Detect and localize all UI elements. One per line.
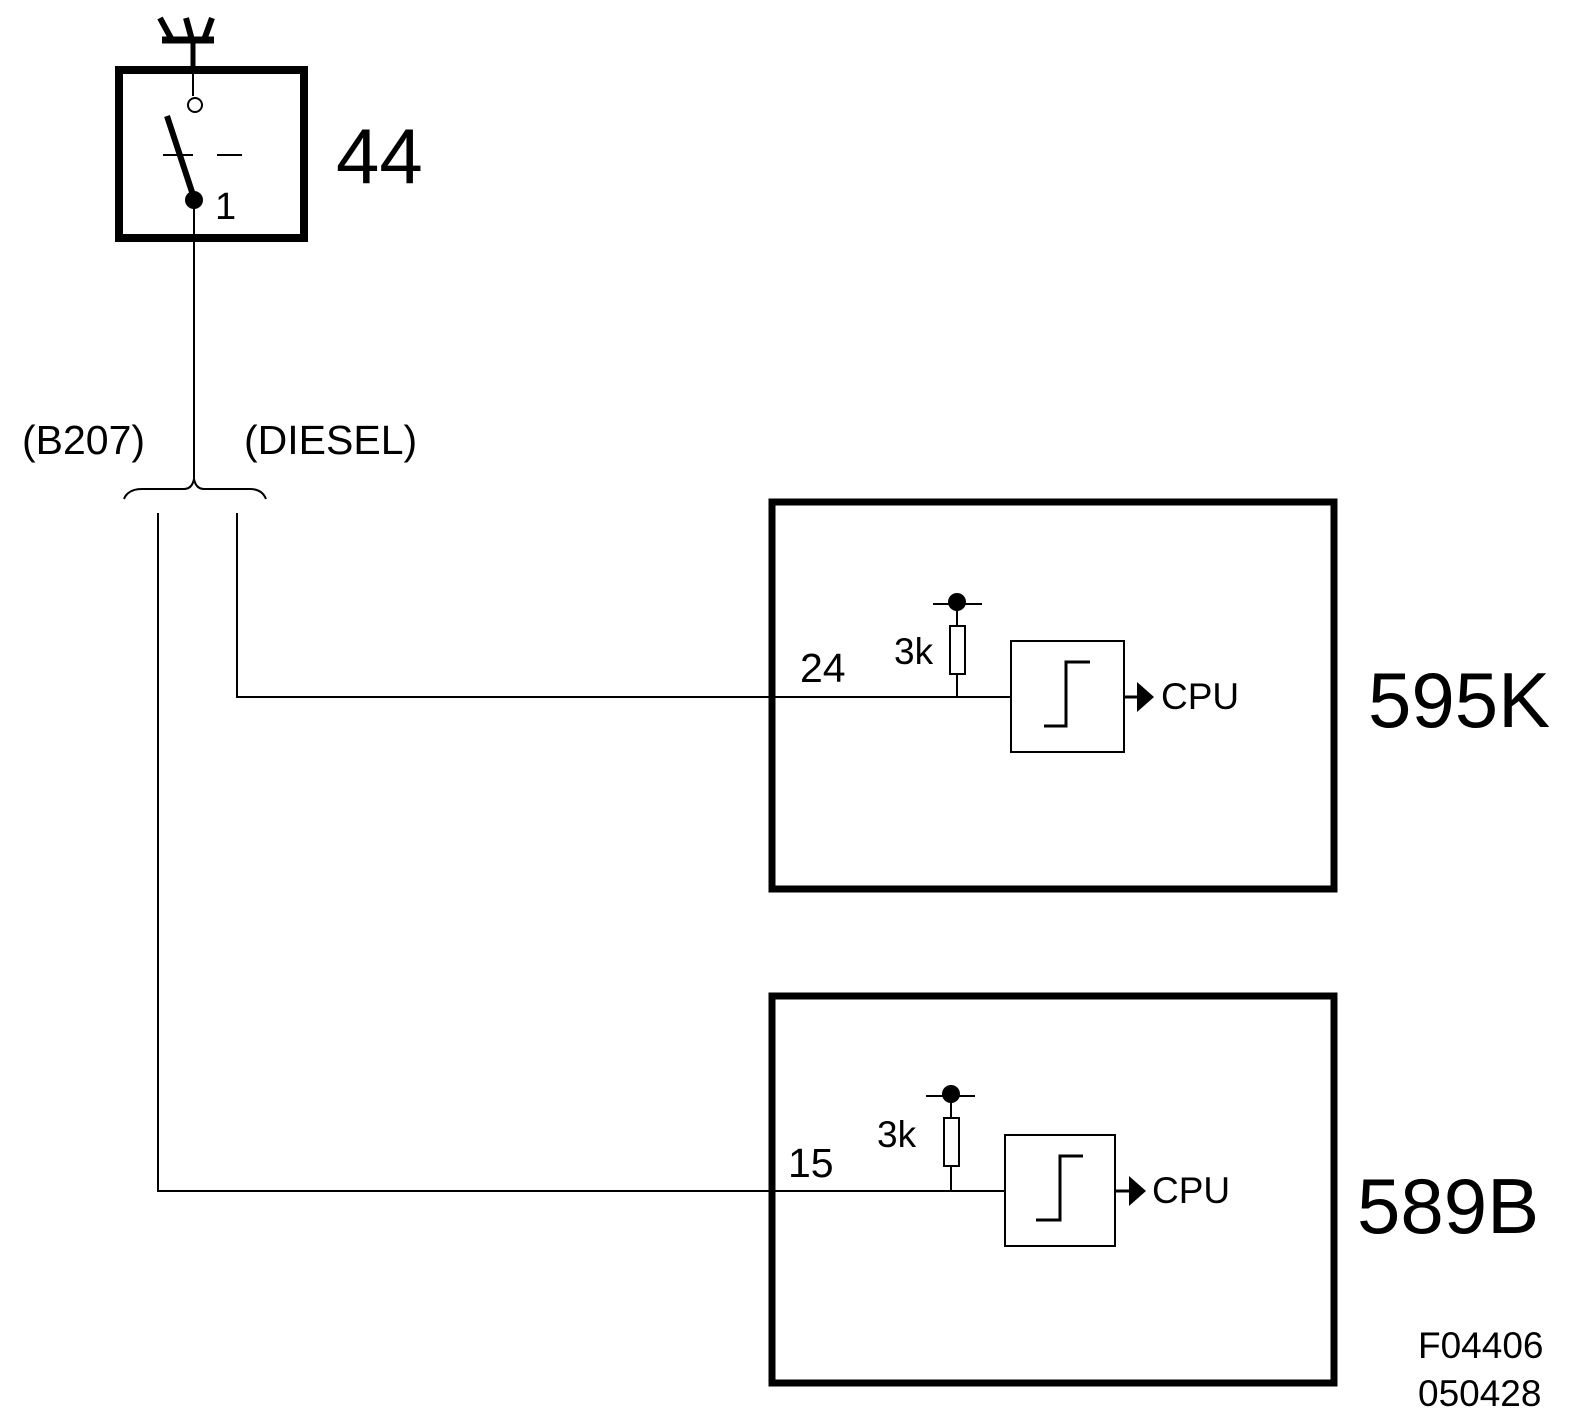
ground-symbol — [157, 16, 215, 70]
branch-label-diesel: (DIESEL) — [244, 417, 417, 463]
module-595K-output-label: CPU — [1161, 676, 1239, 717]
switch-symbol — [163, 72, 242, 209]
module-589B-output-arrow-icon — [1115, 1176, 1146, 1206]
module-595K-pullup-resistor — [933, 593, 982, 697]
module-595K-id-label: 595K — [1368, 656, 1550, 744]
module-595K-output-arrow-icon — [1124, 682, 1154, 712]
module-589B-box — [768, 992, 1338, 1387]
module-589B-pullup-resistor — [926, 1085, 975, 1191]
branch-label-b207: (B207) — [22, 417, 145, 463]
branch-brace — [123, 478, 267, 500]
switch-id-label: 44 — [336, 112, 423, 200]
module-595K-schmitt-trigger — [1010, 640, 1125, 753]
module-589B-pin-label: 15 — [788, 1140, 834, 1186]
figure-code: F04406 — [1418, 1325, 1544, 1366]
date-code: 050428 — [1418, 1373, 1541, 1414]
module-589B-id-label: 589B — [1357, 1162, 1539, 1250]
module-595K-pin-label: 24 — [800, 645, 846, 691]
switch-pin-label: 1 — [215, 186, 236, 228]
wire-to-595K — [236, 513, 1000, 698]
wire-to-589B — [157, 513, 1000, 1192]
module-589B-resistor-label: 3k — [877, 1114, 917, 1155]
module-595K-resistor-label: 3k — [894, 631, 934, 672]
switch-box — [115, 66, 308, 242]
module-595K-step-icon — [1044, 660, 1090, 728]
module-595K-box — [768, 498, 1338, 893]
module-589B-step-icon — [1036, 1154, 1083, 1222]
module-589B-output-label: CPU — [1152, 1170, 1230, 1211]
